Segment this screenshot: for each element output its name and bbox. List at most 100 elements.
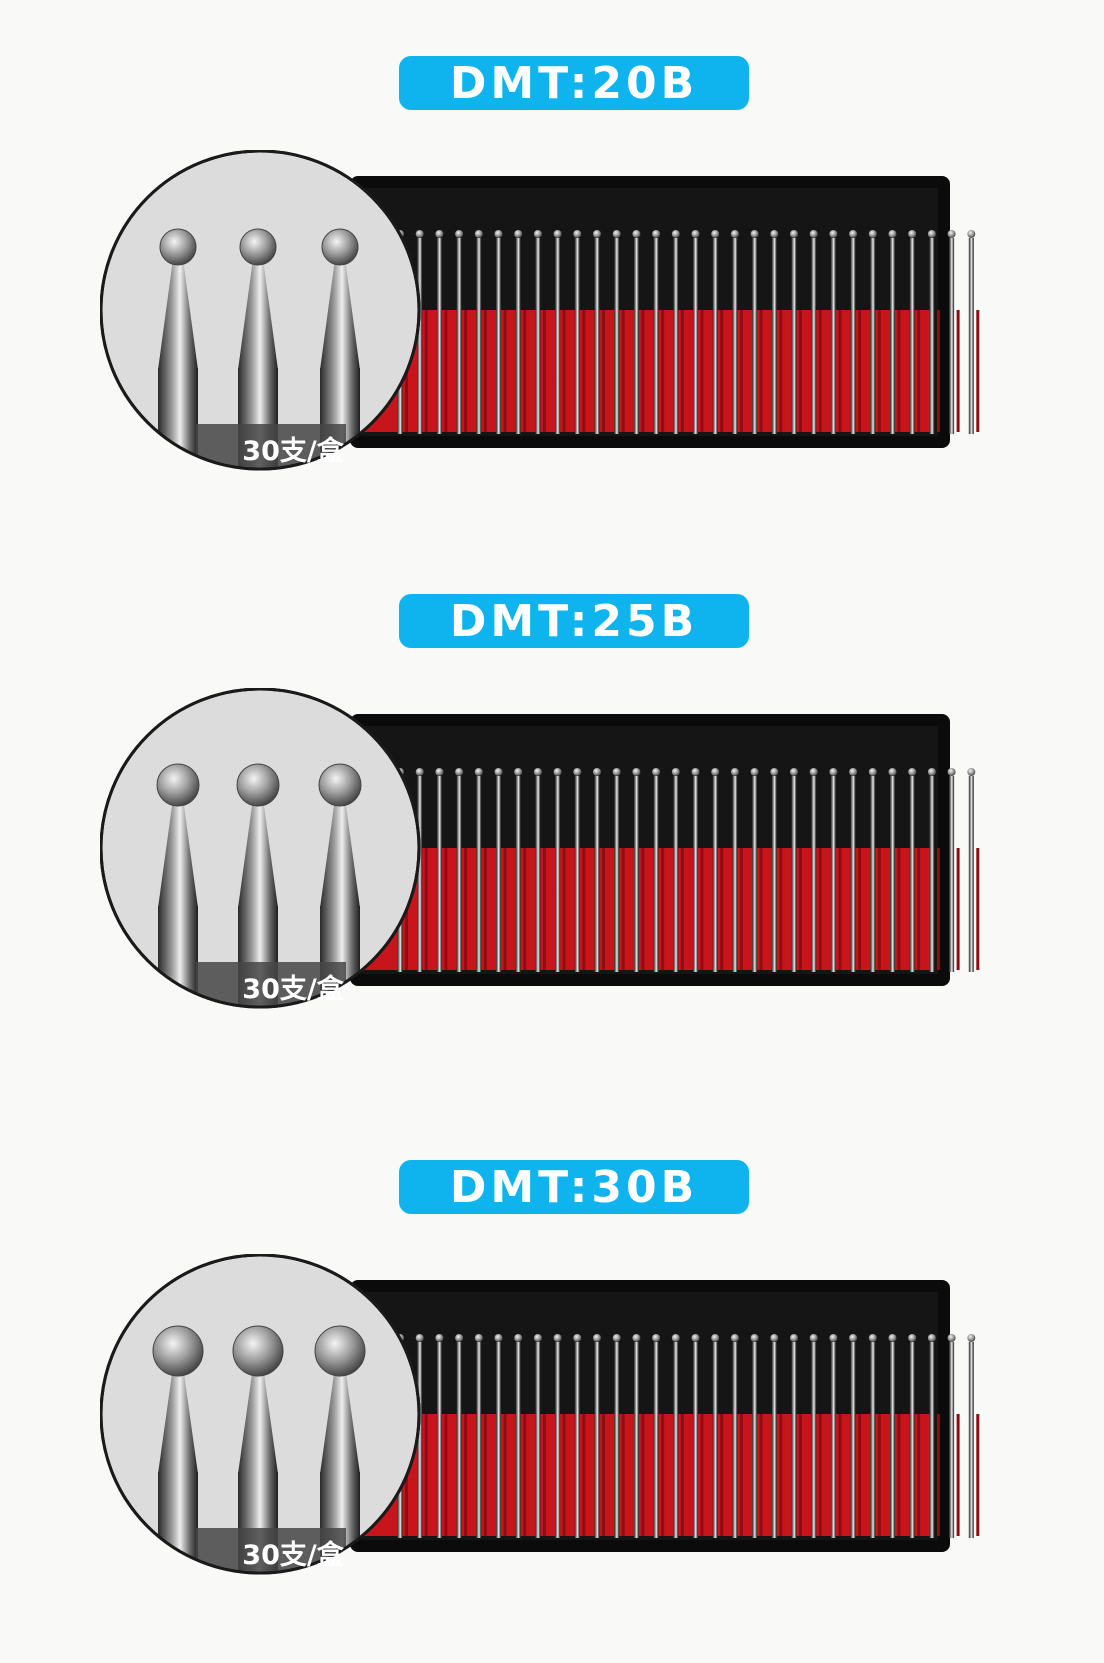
bur [632, 768, 645, 972]
product-image: 30支/盒 [100, 1254, 1010, 1604]
bur [415, 768, 428, 972]
bur [750, 1334, 763, 1538]
bur-closeup [152, 1325, 204, 1572]
bur [494, 768, 507, 972]
bur [711, 768, 724, 972]
product-image: 30支/盒 [100, 688, 1010, 1038]
bur [770, 1334, 783, 1538]
bur [474, 768, 487, 972]
bur [632, 230, 645, 434]
count-badge: 30支/盒 [242, 435, 344, 467]
bur [415, 1334, 428, 1538]
bur [435, 230, 448, 434]
bur [809, 768, 822, 972]
bur [927, 230, 940, 434]
bur [691, 230, 704, 434]
foam-insert [362, 1414, 932, 1536]
bur-closeup [318, 763, 362, 1006]
bur [671, 1334, 684, 1538]
bur [908, 768, 921, 972]
bur [455, 768, 468, 972]
bur [947, 768, 960, 972]
bur [967, 1334, 980, 1538]
bur [652, 1334, 665, 1538]
bur [652, 230, 665, 434]
bur [593, 768, 605, 972]
model-label: DMT:20B [399, 56, 749, 110]
bur [652, 768, 665, 972]
bur [415, 230, 428, 434]
bur [573, 1334, 586, 1538]
foam-insert [362, 848, 932, 970]
bur [849, 230, 862, 434]
bur [455, 1334, 468, 1538]
bur-closeup [158, 228, 198, 468]
bur [711, 1334, 724, 1538]
bur [553, 230, 566, 434]
bur [514, 230, 527, 434]
bur-set-illustration [100, 688, 980, 1009]
bur [593, 230, 605, 434]
zoom-detail [100, 688, 421, 1009]
count-badge: 30支/盒 [242, 1539, 344, 1571]
bur [435, 1334, 448, 1538]
bur [612, 1334, 625, 1538]
bur [809, 1334, 822, 1538]
bur [730, 768, 743, 972]
bur [868, 768, 881, 972]
bur [750, 768, 763, 972]
bur-set-illustration [100, 1254, 980, 1575]
bur [435, 768, 448, 972]
bur [947, 1334, 960, 1538]
bur [868, 230, 881, 434]
bur [691, 1334, 704, 1538]
bur [829, 768, 842, 972]
bur [612, 768, 625, 972]
foam-insert [362, 310, 932, 432]
bur [533, 768, 546, 972]
bur [455, 230, 468, 434]
bur [514, 1334, 527, 1538]
bur [849, 768, 862, 972]
bur [494, 230, 507, 434]
bur-set-illustration [100, 150, 980, 471]
bur [967, 768, 980, 972]
bur [474, 230, 487, 434]
bur [947, 230, 960, 434]
bur [711, 230, 724, 434]
bur [573, 768, 586, 972]
model-label: DMT:30B [399, 1160, 749, 1214]
bur [533, 230, 546, 434]
bur [927, 768, 940, 972]
bur [888, 768, 901, 972]
bur-tray [350, 714, 980, 986]
bur [533, 1334, 546, 1538]
bur-tray [350, 176, 980, 448]
bur [770, 230, 783, 434]
bur-closeup [236, 763, 280, 1006]
bur [691, 768, 704, 972]
bur [829, 1334, 842, 1538]
bur [553, 768, 566, 972]
bur [849, 1334, 862, 1538]
zoom-detail [100, 1254, 421, 1575]
bur [770, 768, 783, 972]
bur [514, 768, 527, 972]
bur [612, 230, 625, 434]
bur [967, 230, 980, 434]
bur [790, 768, 802, 972]
zoom-detail [100, 150, 421, 471]
bur [632, 1334, 645, 1538]
bur [927, 1334, 940, 1538]
bur [671, 768, 684, 972]
bur [809, 230, 822, 434]
bur [908, 230, 921, 434]
bur [671, 230, 684, 434]
bur [730, 1334, 743, 1538]
bur [494, 1334, 507, 1538]
bur [888, 230, 901, 434]
product-image: 30支/盒 [100, 150, 1010, 500]
model-label: DMT:25B [399, 594, 749, 648]
bur [750, 230, 763, 434]
bur [790, 1334, 802, 1538]
